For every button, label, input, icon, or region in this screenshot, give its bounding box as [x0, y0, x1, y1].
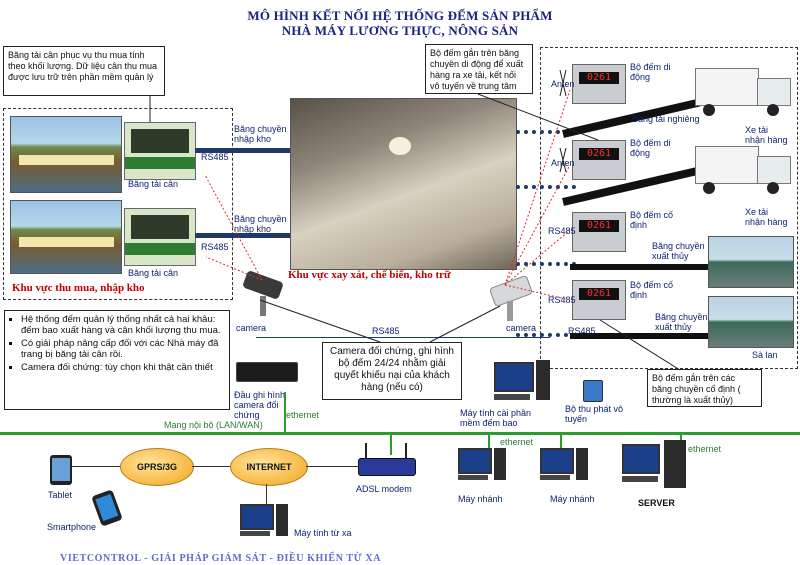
camera-sightlines: [0, 0, 800, 565]
